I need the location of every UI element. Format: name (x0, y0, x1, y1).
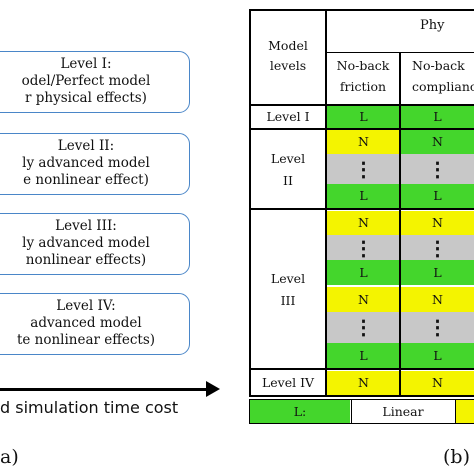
cell-level2-n-col1: N (327, 130, 400, 154)
dots-level2-col1: ⋮ (353, 157, 374, 181)
row-label-level-3-a: Level (270, 271, 306, 286)
panel-label-b: (b) (443, 446, 470, 468)
level-4-line-2: advanced model (30, 315, 142, 331)
table-top-border (249, 9, 474, 11)
level-2-line-3: e nonlinear effect) (23, 172, 149, 188)
cell-level4-col1: N (327, 371, 400, 395)
level-1-line-2: odel/Perfect model (21, 73, 151, 89)
table-left-border (249, 9, 251, 396)
cell-level2-n-col2: N (401, 130, 474, 154)
row-label-level-2: Level II (250, 148, 326, 192)
dots-level3b-col2: ⋮ (427, 315, 448, 339)
table-bottom-border (249, 395, 474, 397)
cell-level3-gray2-col2 (401, 312, 474, 343)
cell-level3-l2-col2: L (401, 343, 474, 368)
legend-l-key: L: (250, 400, 350, 423)
level2-bottom-line (249, 208, 474, 210)
header-friction-line2: friction (339, 79, 387, 94)
row-label-level-2-a: Level (270, 151, 306, 166)
legend-left-border (249, 399, 250, 424)
cell-level3-n1-col1: N (327, 211, 400, 235)
legend-linear: Linear (352, 400, 454, 423)
legend-next-swatch (456, 400, 474, 423)
header-physical: Phy (420, 18, 445, 33)
dots-level2-col2: ⋮ (427, 157, 448, 181)
legend-top-border (249, 399, 474, 400)
level-3-line-2: ly advanced model (22, 235, 150, 251)
panel-label-a: a) (0, 446, 19, 468)
cell-level2-mid-col1 (327, 154, 400, 184)
cell-level1-col1: L (327, 106, 400, 128)
level1-bottom-line (249, 128, 474, 130)
cell-level3-gray1-col1 (327, 235, 400, 260)
header-col-compliance: No-back complianc (400, 55, 474, 103)
header-compliance-line2: complianc (412, 79, 474, 94)
cell-level1-col2: L (401, 106, 474, 128)
row-label-level-3: Level III (250, 268, 326, 312)
legend-sep-2 (455, 399, 456, 424)
axis-label: d simulation time cost (0, 398, 179, 417)
header-levels-text: levels (269, 58, 307, 73)
legend-sep-1 (351, 399, 352, 424)
header-model-text: Model (268, 38, 308, 53)
cell-level2-l-col1: L (327, 184, 400, 208)
cell-level3-l1-col1: L (327, 260, 400, 285)
header-bottom-line (249, 104, 474, 106)
level-3-line-3: nonlinear effects) (25, 252, 147, 268)
time-cost-arrow-head (206, 381, 220, 397)
header-col-friction: No-back friction (326, 55, 400, 103)
level-4-title: Level IV: (56, 298, 116, 314)
row-label-level-2-b: II (283, 173, 293, 188)
level-4-box: Level IV: advanced model te nonlinear ef… (0, 293, 190, 355)
col-sep-2 (399, 53, 401, 396)
level-1-title: Level I: (60, 56, 112, 72)
cell-level2-l-col2: L (401, 184, 474, 208)
row-label-level-1: Level I (266, 109, 310, 124)
row-label-level-3-b: III (280, 293, 296, 308)
level-4-line-3: te nonlinear effects) (16, 332, 156, 348)
level-3-title: Level III: (55, 218, 117, 234)
dots-level3b-col1: ⋮ (353, 315, 374, 339)
header-sub-line (325, 52, 474, 53)
time-cost-arrow-line (0, 388, 210, 391)
cell-level2-mid-col2 (401, 154, 474, 184)
cell-level4-col2: N (401, 371, 474, 395)
level-1-line-3: r physical effects) (25, 90, 147, 106)
level-2-line-2: ly advanced model (22, 155, 150, 171)
level3-bottom-line (249, 368, 474, 370)
header-friction-line1: No-back (336, 58, 390, 73)
header-compliance-line1: No-back (412, 58, 465, 73)
header-model-levels: Model levels (250, 10, 326, 105)
cell-level3-n1-col2: N (401, 211, 474, 235)
cell-level3-gray2-col1 (327, 312, 400, 343)
col-sep-1 (325, 9, 327, 396)
cell-level3-l2-col1: L (327, 343, 400, 368)
level-3-box: Level III: ly advanced model nonlinear e… (0, 213, 190, 275)
cell-level3-l1-col2: L (401, 260, 474, 285)
row-label-level-4: Level IV (261, 375, 315, 390)
level-2-box: Level II: ly advanced model e nonlinear … (0, 133, 190, 195)
level-1-box: Level I: odel/Perfect model r physical e… (0, 51, 190, 113)
dots-level3a-col1: ⋮ (353, 236, 374, 260)
cell-level3-n2-col1: N (327, 287, 400, 312)
cell-level3-gray1-col2 (401, 235, 474, 260)
cell-level3-n2-col2: N (401, 287, 474, 312)
level-2-title: Level II: (57, 138, 115, 154)
dots-level3a-col2: ⋮ (427, 236, 448, 260)
legend-bottom-border (249, 423, 474, 424)
